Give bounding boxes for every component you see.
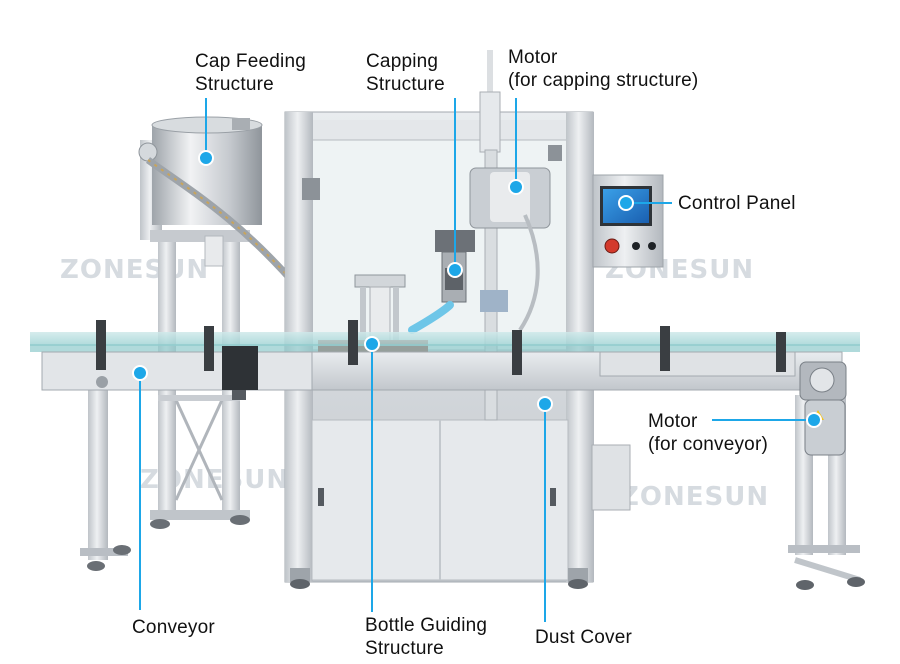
label-line: Structure (365, 638, 444, 659)
label-line: Structure (366, 74, 445, 95)
callout-dots (132, 150, 822, 428)
label-capping-structure: Capping Structure (366, 50, 445, 96)
callout-dot (618, 195, 634, 211)
label-line: Control Panel (678, 193, 796, 214)
capping-assembly (435, 50, 551, 421)
label-motor-conveyor: Motor (for conveyor) (648, 410, 768, 456)
label-cap-feeding-structure: Cap Feeding Structure (195, 50, 306, 96)
label-line: Dust Cover (535, 627, 633, 648)
conveyor-assembly (30, 320, 860, 400)
label-line: Capping (366, 51, 439, 72)
label-line: (for conveyor) (648, 434, 769, 455)
cap-hopper (138, 116, 303, 293)
callout-dot (447, 262, 463, 278)
callout-dot (508, 179, 524, 195)
label-line: (for capping structure) (508, 70, 699, 91)
callout-dot (132, 365, 148, 381)
callouts (139, 98, 812, 622)
left-conveyor-stand (80, 385, 131, 571)
label-line: Cap Feeding (195, 51, 306, 72)
callout-dot (537, 396, 553, 412)
watermark-text: ZONESUN (60, 255, 209, 285)
label-motor-capping: Motor (for capping structure) (508, 46, 698, 92)
label-dust-cover: Dust Cover (535, 626, 632, 649)
callout-dot (806, 412, 822, 428)
callout-dot (364, 336, 380, 352)
control-panel-box (592, 174, 664, 268)
label-line: Conveyor (132, 617, 215, 638)
label-conveyor: Conveyor (132, 616, 215, 639)
label-line: Structure (195, 74, 274, 95)
label-line: Bottle Guiding (365, 615, 488, 636)
right-conveyor-stand (788, 361, 865, 590)
label-line: Motor (508, 47, 558, 68)
callout-dot (198, 150, 214, 166)
side-electrical-box (591, 444, 631, 511)
watermark-text: ZONESUN (620, 482, 769, 512)
label-bottle-guiding-structure: Bottle Guiding Structure (365, 614, 487, 660)
label-control-panel: Control Panel (678, 192, 796, 215)
label-line: Motor (648, 411, 698, 432)
